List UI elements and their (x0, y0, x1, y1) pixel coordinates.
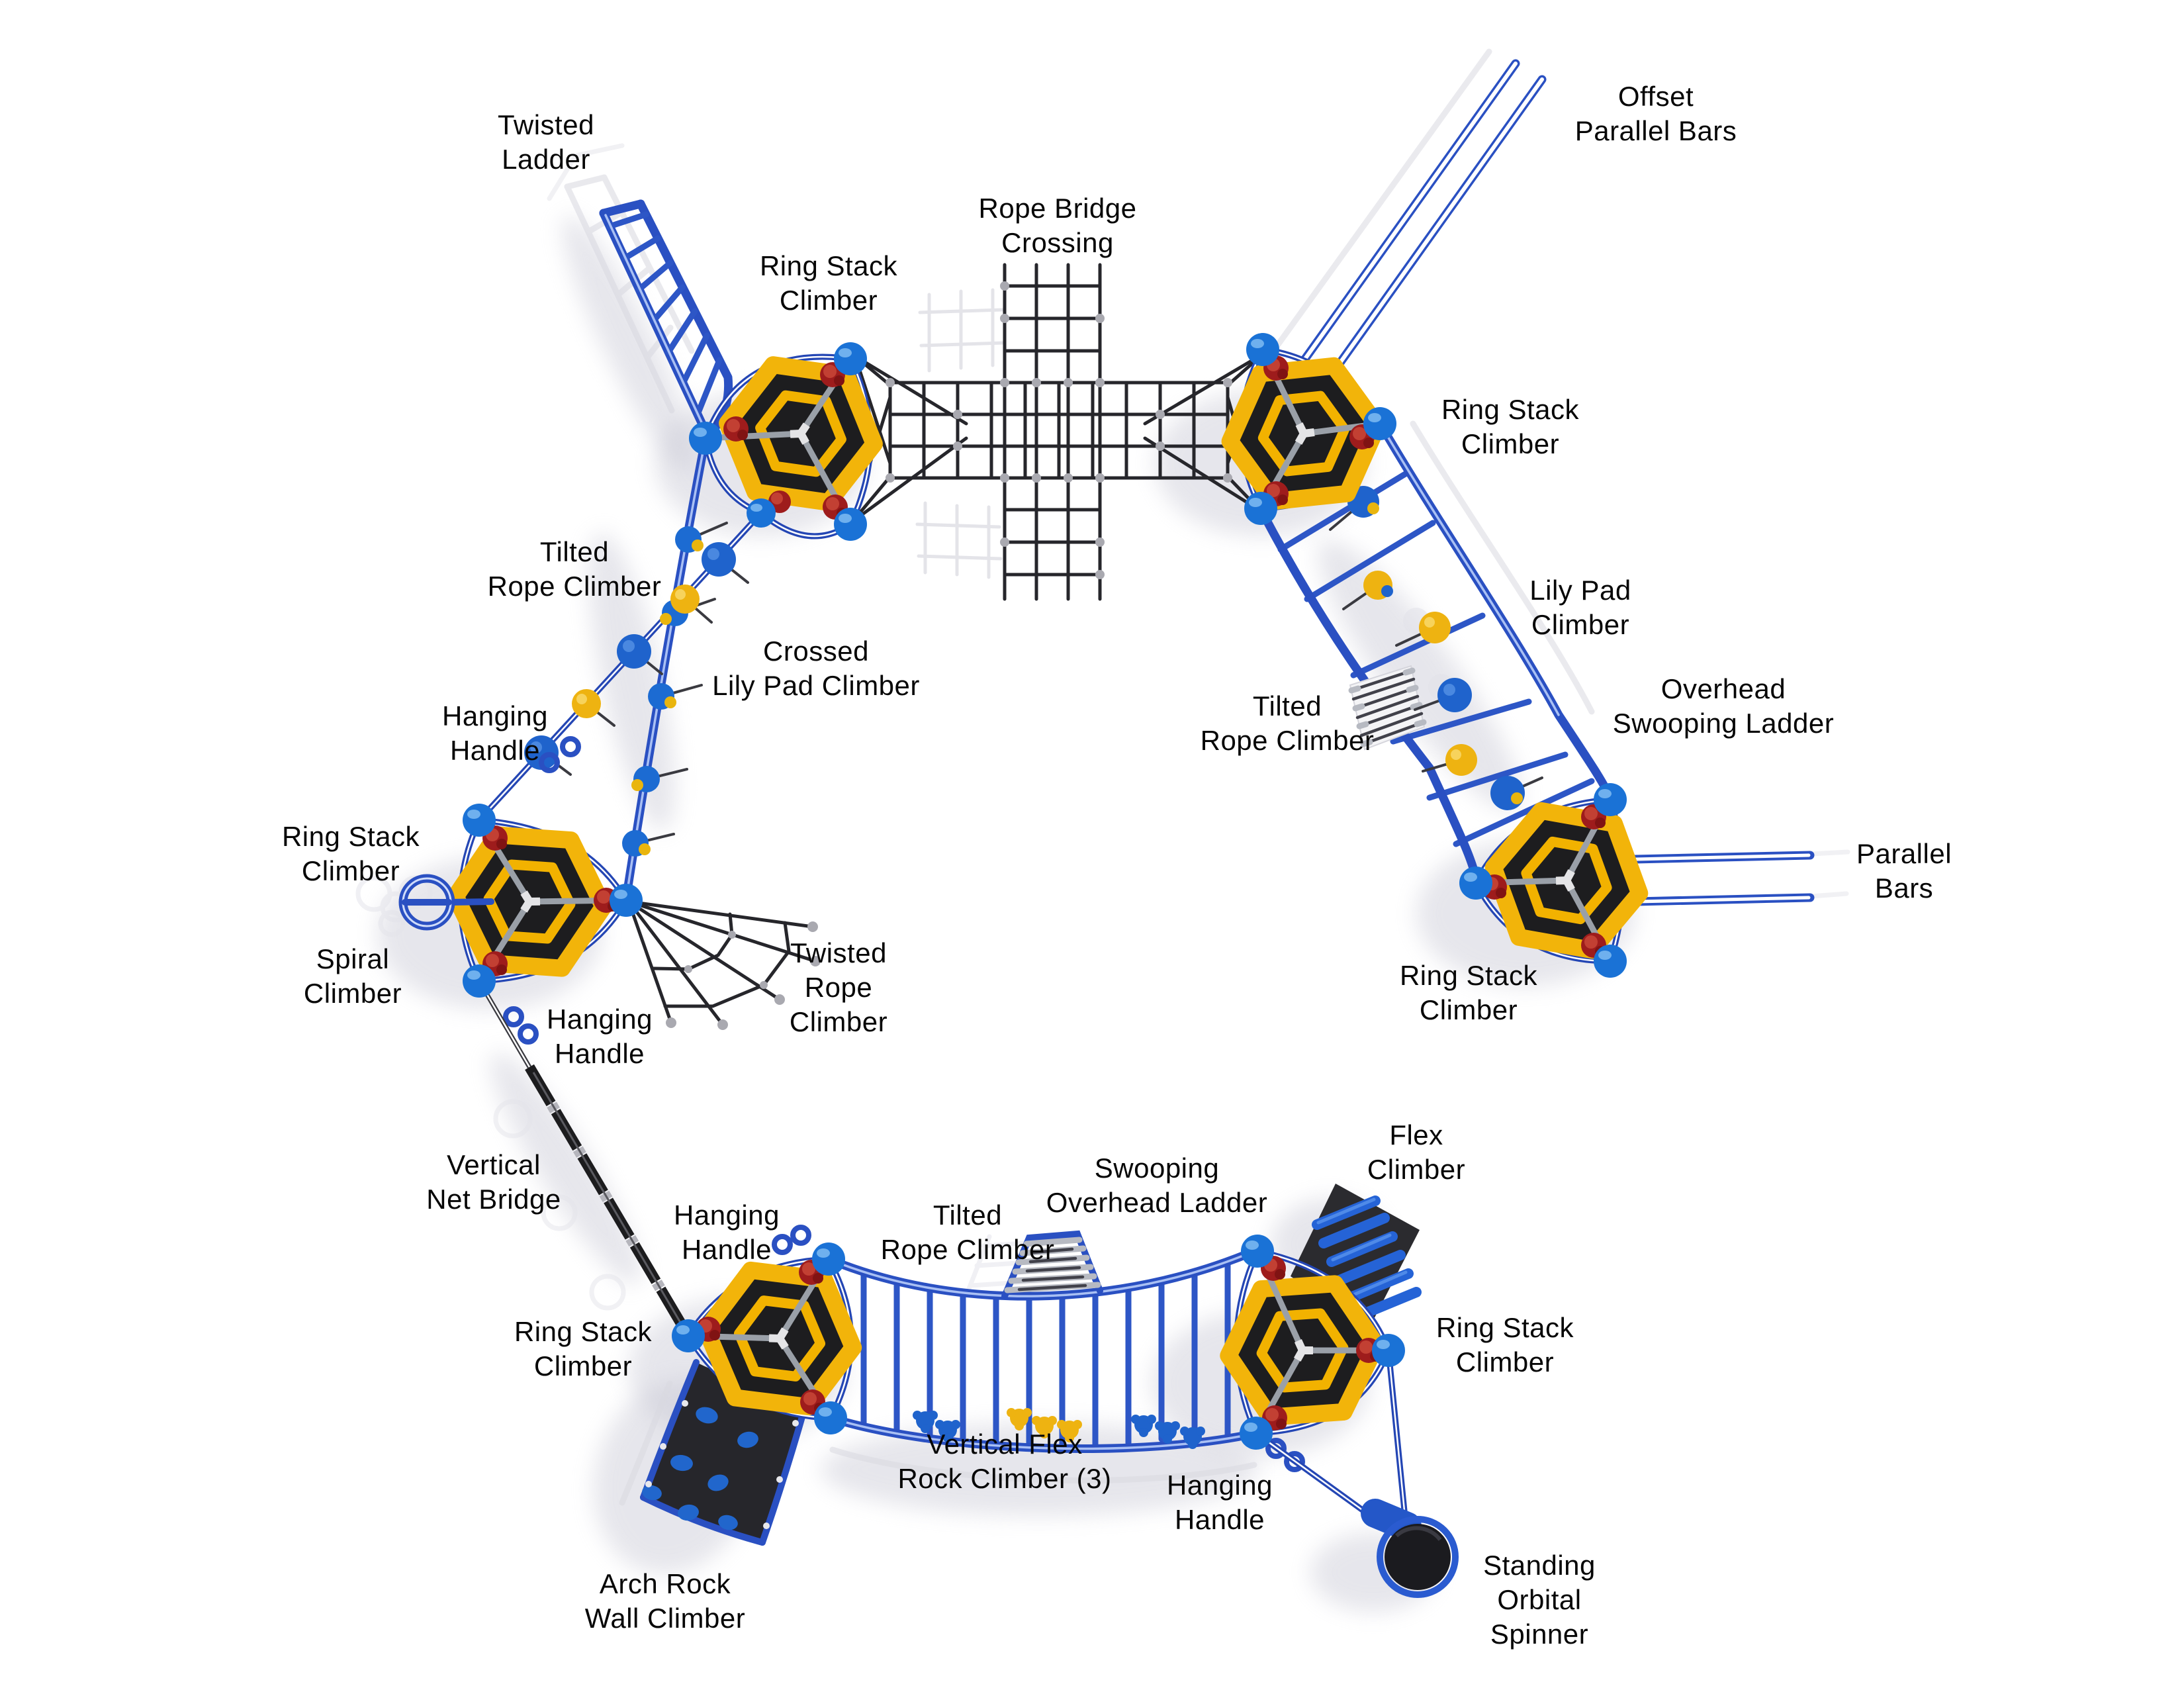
label-rope-bridge-crossing: Rope Bridge Crossing (978, 192, 1137, 258)
platform-connectors-top-left (689, 342, 867, 541)
label-parallel-bars: Parallel Bars (1856, 837, 1952, 904)
label-ring-stack-climber-bottom-left: Ring Stack Climber (514, 1315, 653, 1382)
vertical-flex-rock-climbers (913, 1408, 1205, 1449)
label-ring-stack-climber-top-right: Ring Stack Climber (1441, 393, 1580, 459)
label-ring-stack-climber-top-left: Ring Stack Climber (759, 250, 898, 316)
platform-connectors-left (463, 804, 643, 998)
tilted-rope-climber-bottom (1001, 1230, 1103, 1299)
label-vertical-flex-rock-climber: Vertical Flex Rock Climber (3) (897, 1428, 1112, 1494)
label-ring-stack-climber-bottom-right: Ring Stack Climber (1435, 1311, 1574, 1378)
label-hanging-handle-left: Hanging Handle (547, 1003, 653, 1069)
offset-parallel-bars (1300, 59, 1547, 379)
rock-holds (642, 1407, 758, 1530)
label-offset-parallel-bars: Offset Parallel Bars (1574, 80, 1737, 146)
platform-connectors-bottom-left (672, 1243, 847, 1434)
ring-stack-climber-platform-left (398, 804, 643, 998)
label-twisted-ladder: Twisted Ladder (498, 109, 594, 175)
label-twisted-rope-climber: Twisted Rope Climber (789, 937, 888, 1038)
tilted-rope-climber-right (1348, 665, 1427, 751)
hanging-handles (503, 736, 1305, 1472)
label-ring-stack-climber-left: Ring Stack Climber (281, 820, 420, 886)
label-crossed-lily-pad-climber: Crossed Lily Pad Climber (712, 635, 920, 701)
ring-stack-climber-platform-bottom-left (672, 1243, 862, 1434)
label-spiral-climber: Spiral Climber (303, 943, 402, 1009)
label-overhead-swooping-ladder: Overhead Swooping Ladder (1612, 673, 1835, 739)
label-ring-stack-climber-right: Ring Stack Climber (1399, 959, 1538, 1025)
label-tilted-rope-climber-right: Tilted Rope Climber (1200, 690, 1375, 756)
label-vertical-net-bridge: Vertical Net Bridge (426, 1149, 561, 1215)
label-swooping-overhead-ladder: Swooping Overhead Ladder (1046, 1152, 1268, 1218)
crossed-lily-pad-climber (476, 434, 764, 904)
ring-stack-climber-platform-right (1459, 783, 1649, 978)
net-fittings (886, 281, 1232, 579)
platform-connectors-bottom-right (1240, 1235, 1405, 1450)
overhead-swooping-ladder-right (1258, 424, 1615, 888)
label-flex-climber: Flex Climber (1367, 1119, 1466, 1185)
swooping-overhead-ladder-bottom (824, 1230, 1262, 1453)
platform-connectors-right (1459, 783, 1627, 978)
standing-orbital-spinner (1253, 1347, 1459, 1598)
ring-stack-climber-platform-top-left (689, 342, 883, 541)
label-tilted-rope-climber-bottom: Tilted Rope Climber (880, 1199, 1055, 1265)
spiral-climber (398, 874, 494, 931)
ring-stack-climber-platform-bottom-right (1220, 1235, 1405, 1450)
label-hanging-handle-bottom-right: Hanging Handle (1167, 1469, 1273, 1535)
label-lily-pad-climber: Lily Pad Climber (1529, 574, 1631, 640)
label-standing-orbital-spinner: Standing Orbital Spinner (1483, 1549, 1596, 1650)
label-hanging-handle-upper-left: Hanging Handle (442, 700, 548, 766)
tilted-rope-climber-left-balls (622, 522, 728, 857)
vertical-net-bridge (477, 980, 694, 1339)
label-tilted-rope-climber-left: Tilted Rope Climber (487, 536, 662, 602)
label-arch-rock-wall-climber: Arch Rock Wall Climber (584, 1568, 746, 1634)
platform-connectors-top-right (1244, 333, 1396, 525)
ring-stack-climber-platform-top-right (1221, 333, 1396, 525)
twisted-rope-climber-net (627, 900, 821, 1030)
crossed-climber-lily-pads (524, 542, 749, 776)
label-hanging-handle-bottom-left: Hanging Handle (674, 1199, 780, 1265)
